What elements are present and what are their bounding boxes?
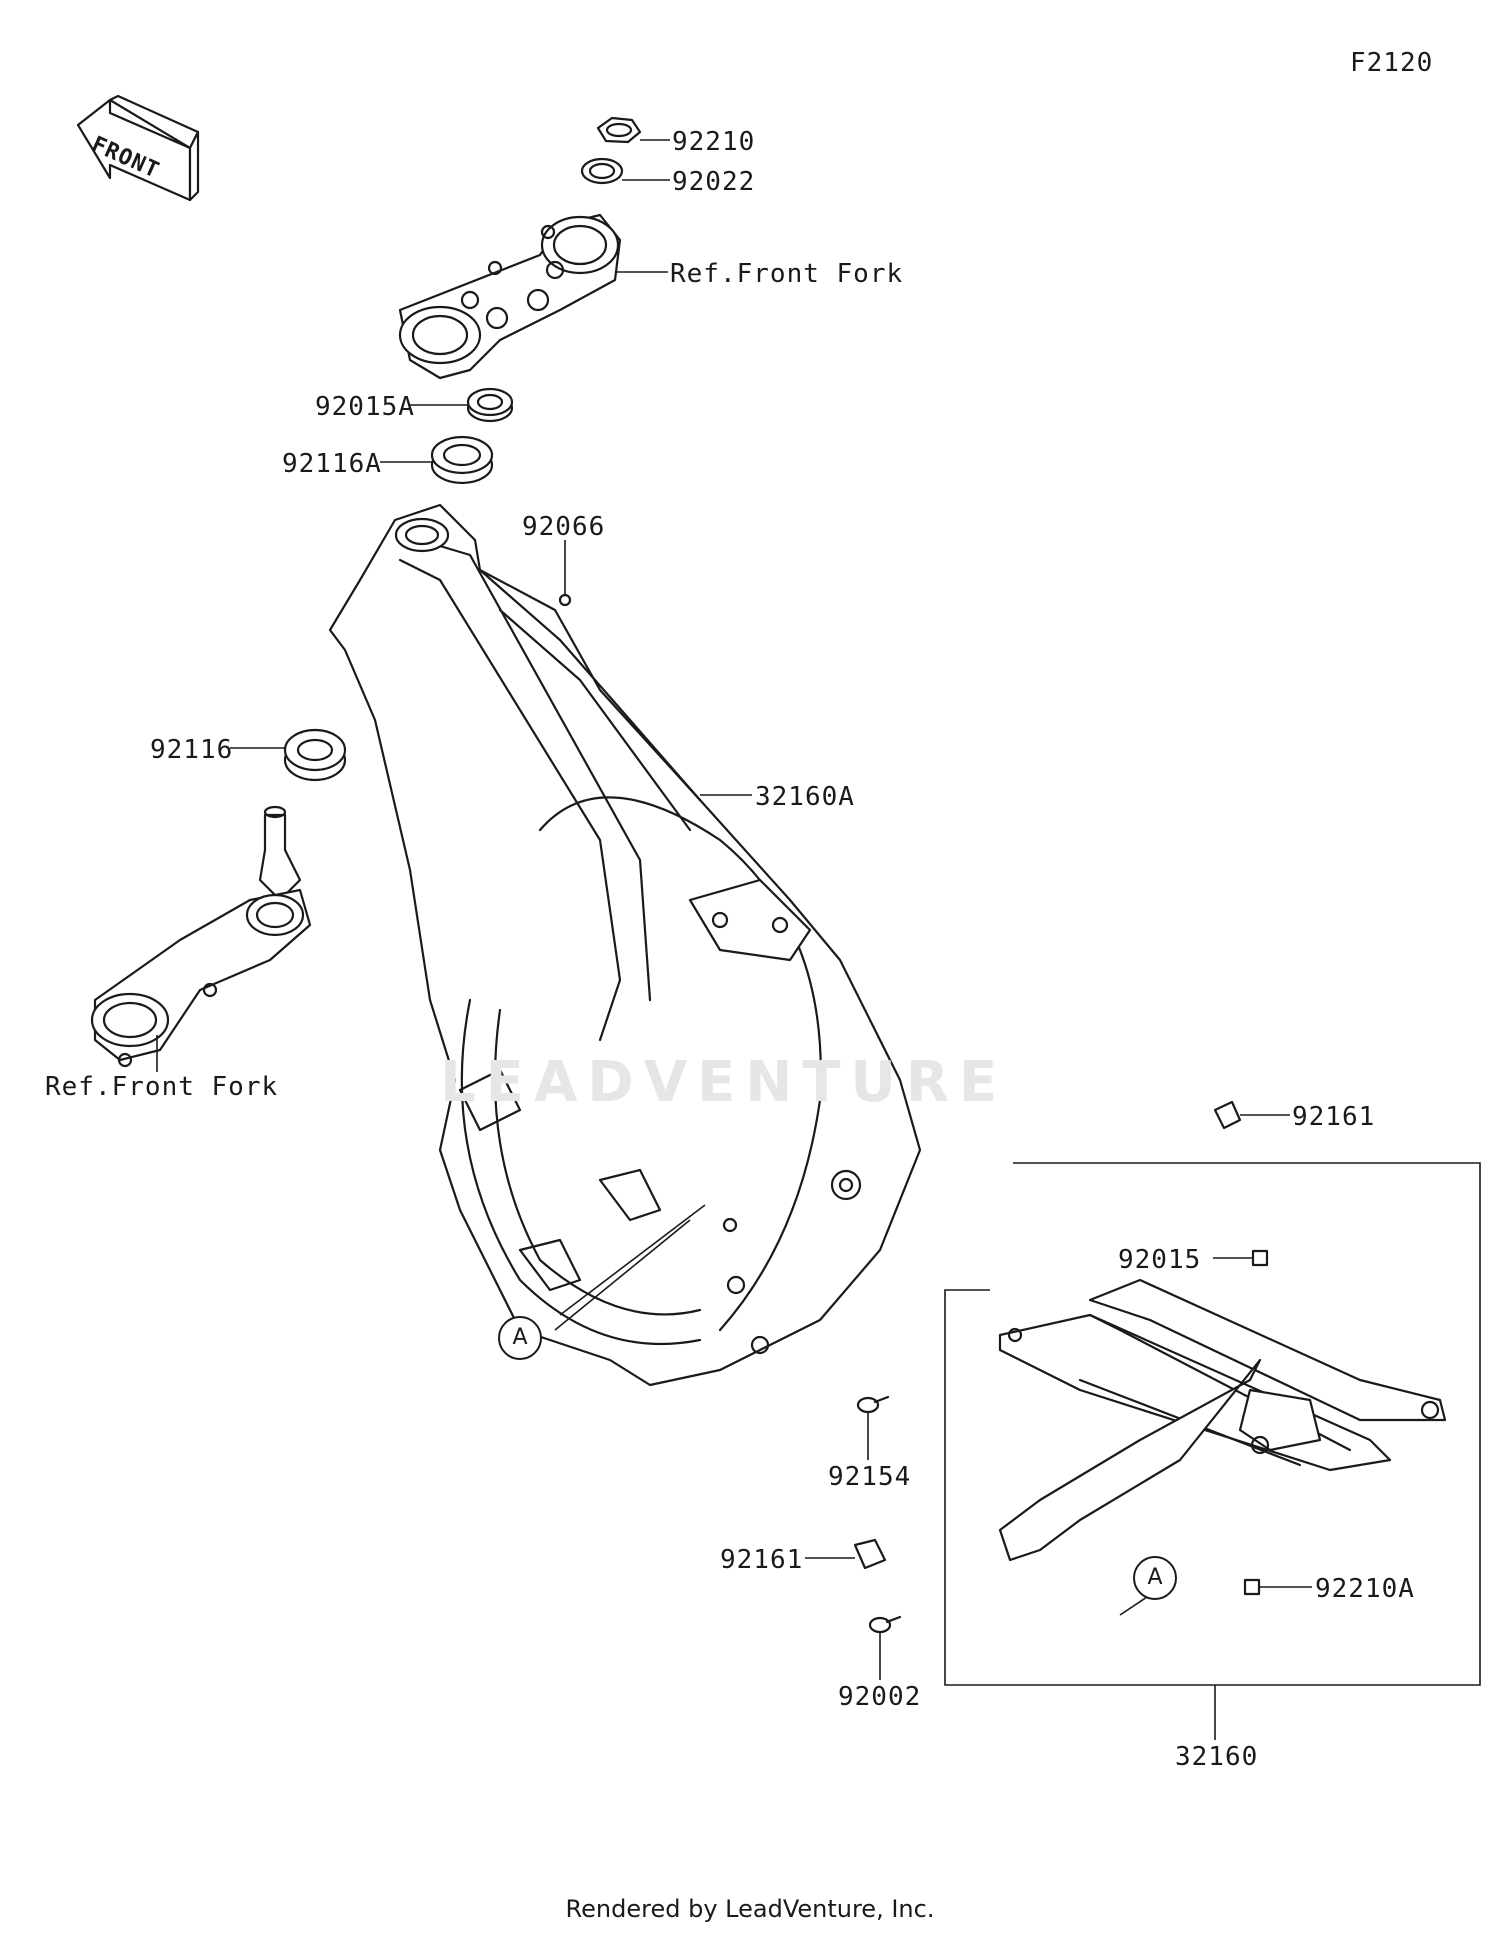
main-frame-icon	[328, 503, 922, 1387]
ref-front-fork-bottom-label[interactable]: Ref.Front Fork	[45, 1072, 279, 1102]
grommet-92066-icon	[558, 593, 572, 607]
nut-92210-icon	[596, 116, 642, 144]
callout-a-subframe: A	[1133, 1556, 1177, 1600]
nut-92210A-icon	[1243, 1578, 1261, 1596]
bolt-92002-icon	[868, 1615, 902, 1634]
ref-front-fork-top-label[interactable]: Ref.Front Fork	[670, 259, 904, 289]
bearing-92116-icon	[283, 728, 347, 782]
subframe-icon	[998, 1278, 1447, 1562]
callout-a-frame: A	[498, 1316, 542, 1360]
part-label-92210A[interactable]: 92210A	[1315, 1574, 1415, 1604]
part-label-92066[interactable]: 92066	[522, 512, 606, 542]
part-label-92002[interactable]: 92002	[838, 1682, 922, 1712]
footer-credit: Rendered by LeadVenture, Inc.	[565, 1895, 935, 1923]
upper-triple-clamp-icon	[398, 213, 622, 380]
part-label-92161-bottom[interactable]: 92161	[720, 1545, 804, 1575]
part-label-92022[interactable]: 92022	[672, 167, 756, 197]
diagram-code: F2120	[1350, 48, 1434, 78]
locknut-92015A-icon	[466, 387, 514, 423]
watermark: LEADVENTURE	[440, 1050, 1008, 1115]
washer-92022-icon	[580, 157, 624, 185]
part-label-92210[interactable]: 92210	[672, 127, 756, 157]
part-label-32160[interactable]: 32160	[1175, 1742, 1259, 1772]
part-label-92116A[interactable]: 92116A	[282, 449, 382, 479]
part-label-32160A[interactable]: 32160A	[755, 782, 855, 812]
clip-92161-bottom-icon	[853, 1538, 887, 1570]
part-label-92116[interactable]: 92116	[150, 735, 234, 765]
part-label-92154[interactable]: 92154	[828, 1462, 912, 1492]
bearing-92116A-icon	[430, 435, 494, 485]
part-label-92161-top[interactable]: 92161	[1292, 1102, 1376, 1132]
lower-triple-clamp-icon	[90, 805, 312, 1068]
bolt-92154-icon	[856, 1395, 890, 1414]
nut-92015-icon	[1251, 1249, 1269, 1267]
part-label-92015A[interactable]: 92015A	[315, 392, 415, 422]
front-arrow-icon	[76, 94, 200, 202]
part-label-92015[interactable]: 92015	[1118, 1245, 1202, 1275]
clip-92161-top-icon	[1213, 1100, 1242, 1130]
